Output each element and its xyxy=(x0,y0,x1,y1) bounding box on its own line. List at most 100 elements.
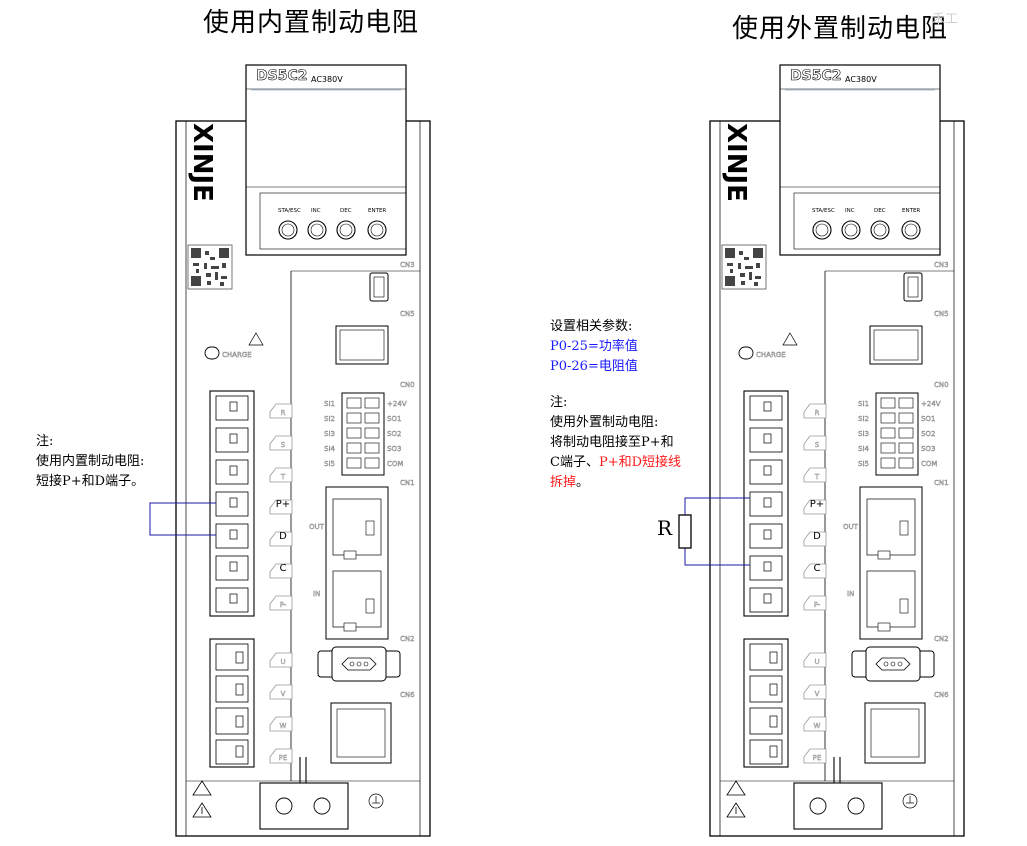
port-in-label: IN xyxy=(847,590,854,598)
right-note-line: C端子、P+和D短接线 xyxy=(550,453,681,473)
right-note-text: 。 xyxy=(576,475,590,490)
io-si3: SI3 xyxy=(324,430,335,438)
cn1-label: CN1 xyxy=(400,479,415,487)
brand-logo: XINJE xyxy=(721,123,751,202)
io-com: COM xyxy=(387,460,403,468)
cn0-label: CN0 xyxy=(400,381,415,389)
io-so1: SO1 xyxy=(921,415,935,423)
left-note-line: 注: xyxy=(36,434,54,449)
terminal-v: V xyxy=(281,690,286,698)
jumper-wire-p-plus-d xyxy=(149,502,216,536)
io-24v: +24V xyxy=(921,400,941,408)
terminal-d: D xyxy=(813,531,821,542)
cn1-label: CN1 xyxy=(934,479,949,487)
io-si4: SI4 xyxy=(858,445,870,453)
left-note-line: 使用内置制动电阻: xyxy=(36,454,145,469)
io-si5: SI5 xyxy=(858,460,869,468)
io-24v: +24V xyxy=(387,400,407,408)
cn6-label: CN6 xyxy=(400,691,415,699)
drive-model-label: DS5C2 xyxy=(256,68,307,84)
drive-unit-internal: DS5C2 AC380V XINJE STA/ESC INC DEC ENTER… xyxy=(175,64,431,837)
terminal-v: V xyxy=(815,690,820,698)
terminal-c: C xyxy=(280,563,287,574)
drive-voltage-label: AC380V xyxy=(311,75,343,84)
param-power: P0-25=功率值 xyxy=(550,339,638,354)
title-external-resistor: 使用外置制动电阻 xyxy=(732,14,949,44)
right-note-text: C端子、 xyxy=(550,455,599,470)
left-note: 注: 使用内置制动电阻: 短接P+和D端子。 xyxy=(36,432,144,492)
terminal-p-plus: P+ xyxy=(810,499,824,510)
port-out-label: OUT xyxy=(309,523,325,531)
right-note-warning: 拆掉 xyxy=(550,475,577,490)
button-label-inc: INC xyxy=(311,208,321,214)
io-si1: SI1 xyxy=(324,400,335,408)
io-so2: SO2 xyxy=(921,430,935,438)
terminal-pe: PE xyxy=(813,754,822,762)
cn3-label: CN3 xyxy=(934,261,949,269)
io-si1: SI1 xyxy=(858,400,869,408)
watermark: 禾工 xyxy=(932,12,959,27)
terminal-t: T xyxy=(814,473,820,481)
cn2-label: CN2 xyxy=(934,635,949,643)
terminal-c: C xyxy=(814,563,821,574)
drive-model-label: DS5C2 xyxy=(790,68,841,84)
io-so3: SO3 xyxy=(387,445,401,453)
param-resistance: P0-26=电阻值 xyxy=(550,359,638,374)
cn5-label: CN5 xyxy=(934,310,949,318)
terminal-p-minus: P- xyxy=(280,601,287,609)
terminal-r: R xyxy=(281,409,286,417)
button-label-enter: ENTER xyxy=(902,208,920,214)
cn2-label: CN2 xyxy=(400,635,415,643)
terminal-t: T xyxy=(280,473,286,481)
terminal-r: R xyxy=(815,409,820,417)
io-si3: SI3 xyxy=(858,430,869,438)
cn0-label: CN0 xyxy=(934,381,949,389)
button-label-dec: DEC xyxy=(340,208,352,214)
resistor-wire-c xyxy=(684,548,750,566)
io-si4: SI4 xyxy=(324,445,336,453)
button-label-sta-esc: STA/ESC xyxy=(812,208,835,214)
port-out-label: OUT xyxy=(843,523,859,531)
drive-unit-external: DS5C2 AC380V XINJE STA/ESC INC DEC ENTER… xyxy=(709,64,965,837)
terminal-u: U xyxy=(814,658,819,666)
button-label-dec: DEC xyxy=(874,208,886,214)
terminal-s: S xyxy=(815,441,820,449)
left-note-line: 短接P+和D端子。 xyxy=(36,474,145,489)
terminal-p-plus: P+ xyxy=(276,499,290,510)
terminal-w: W xyxy=(814,722,821,730)
right-note-warning: P+和D短接线 xyxy=(598,455,682,470)
terminal-s: S xyxy=(281,441,286,449)
external-resistor-symbol xyxy=(678,514,692,549)
terminal-u: U xyxy=(280,658,285,666)
io-si5: SI5 xyxy=(324,460,335,468)
charge-label: CHARGE xyxy=(222,351,252,359)
io-com: COM xyxy=(921,460,937,468)
right-note: 设置相关参数: P0-25=功率值 P0-26=电阻值 注: 使用外置制动电阻:… xyxy=(550,317,681,493)
drive-voltage-label: AC380V xyxy=(845,75,877,84)
cn3-label: CN3 xyxy=(400,261,415,269)
cn6-label: CN6 xyxy=(934,691,949,699)
button-label-sta-esc: STA/ESC xyxy=(278,208,301,214)
io-si2: SI2 xyxy=(324,415,335,423)
button-label-inc: INC xyxy=(845,208,855,214)
title-internal-resistor: 使用内置制动电阻 xyxy=(203,8,420,38)
io-so2: SO2 xyxy=(387,430,401,438)
param-heading: 设置相关参数: xyxy=(550,319,633,334)
resistor-label: R xyxy=(657,516,673,540)
resistor-wire-p-plus xyxy=(684,497,750,515)
right-note-label: 注: xyxy=(550,395,568,410)
io-so1: SO1 xyxy=(387,415,401,423)
right-note-line: 拆掉。 xyxy=(550,473,681,493)
terminal-d: D xyxy=(279,531,287,542)
port-in-label: IN xyxy=(313,590,320,598)
cn5-label: CN5 xyxy=(400,310,415,318)
right-note-line: 将制动电阻接至P+和 xyxy=(550,435,674,450)
io-so3: SO3 xyxy=(921,445,935,453)
charge-label: CHARGE xyxy=(756,351,786,359)
button-label-enter: ENTER xyxy=(368,208,386,214)
terminal-pe: PE xyxy=(279,754,288,762)
brand-logo: XINJE xyxy=(187,123,217,202)
right-note-line: 使用外置制动电阻: xyxy=(550,415,659,430)
io-si2: SI2 xyxy=(858,415,869,423)
